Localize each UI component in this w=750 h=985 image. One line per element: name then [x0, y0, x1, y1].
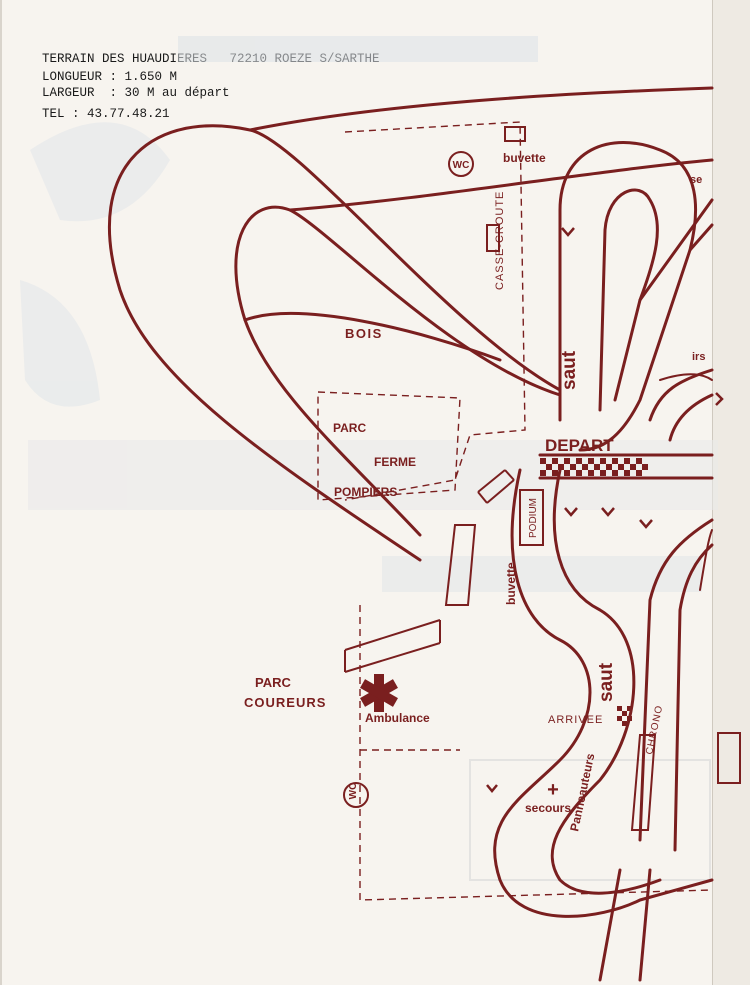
checker-square	[617, 716, 622, 721]
checker-square	[558, 464, 564, 470]
panneauteurs-label: Panneauteurs	[567, 752, 597, 833]
checker-square	[588, 458, 594, 464]
arrivee-label: ARRIVEE	[548, 714, 603, 726]
parc-coureurs-label-2: COUREURS	[244, 695, 326, 710]
checker-square	[576, 470, 582, 476]
checker-square	[588, 470, 594, 476]
checker-square	[624, 470, 630, 476]
checker-square	[622, 711, 627, 716]
checker-square	[564, 458, 570, 464]
secours-label: secours	[525, 801, 571, 815]
pompiers-label: POMPIERS	[334, 485, 397, 499]
checker-square	[540, 470, 546, 476]
wc-icon	[448, 151, 474, 177]
checker-square	[624, 458, 630, 464]
checker-square	[576, 458, 582, 464]
checker-square	[612, 458, 618, 464]
buvette-box	[504, 126, 526, 142]
depart-label: DEPART	[545, 436, 614, 455]
dashed-boundaries	[317, 121, 713, 901]
buvette-top-label: buvette	[503, 151, 546, 165]
checker-square	[617, 706, 622, 711]
checker-square	[627, 706, 632, 711]
checker-square	[636, 470, 642, 476]
checker-square	[570, 464, 576, 470]
right-edge-box	[717, 732, 741, 784]
casse-croute-box	[486, 224, 500, 252]
page-frame	[0, 0, 2, 985]
chrono-label: CHRONO	[644, 704, 665, 756]
saut-bottom-label: saut	[596, 662, 617, 702]
buvette-mid-label: buvette	[504, 562, 518, 605]
track-lines	[107, 86, 714, 982]
checker-square	[552, 470, 558, 476]
secours-cross-icon: +	[547, 779, 559, 801]
checker-square	[630, 464, 636, 470]
finish-checker-band	[617, 706, 632, 726]
casse-croute-label: CASSE-CROUTE	[494, 191, 506, 290]
start-checker-band	[540, 458, 648, 476]
checker-square	[564, 470, 570, 476]
right-edge-strip	[712, 0, 750, 985]
podium-box	[519, 489, 544, 546]
checker-square	[606, 464, 612, 470]
ambulance-star-icon	[360, 674, 398, 712]
parc-label: PARC	[333, 421, 366, 435]
checker-square	[582, 464, 588, 470]
checker-square	[627, 716, 632, 721]
checker-square	[612, 470, 618, 476]
direction-chevrons	[486, 227, 724, 793]
saut-top-label: saut	[559, 350, 580, 390]
parc-coureurs-label-1: PARC	[255, 675, 291, 690]
checker-square	[622, 721, 627, 726]
width-line: LARGEUR : 30 M au départ	[42, 86, 230, 100]
wc-label-bottom: WC	[348, 783, 359, 800]
bois-label: BOIS	[345, 326, 383, 341]
checker-square	[642, 464, 648, 470]
checker-square	[540, 458, 546, 464]
checker-square	[552, 458, 558, 464]
checker-square	[600, 470, 606, 476]
checker-square	[594, 464, 600, 470]
checker-square	[600, 458, 606, 464]
connector-strips	[344, 469, 657, 831]
tel-line: TEL : 43.77.48.21	[42, 107, 170, 121]
ambulance-label: Ambulance	[365, 711, 430, 725]
checker-square	[546, 464, 552, 470]
wc-label-top: WC	[453, 160, 470, 171]
length-line: LONGUEUR : 1.650 M	[42, 70, 178, 84]
edge-label-mid: irs	[692, 351, 705, 363]
checker-square	[636, 458, 642, 464]
podium-label: PODIUM	[528, 498, 539, 538]
edge-label-top: se	[690, 174, 702, 186]
wc-icon	[343, 782, 369, 808]
ferme-label: FERME	[374, 455, 416, 469]
checker-square	[618, 464, 624, 470]
